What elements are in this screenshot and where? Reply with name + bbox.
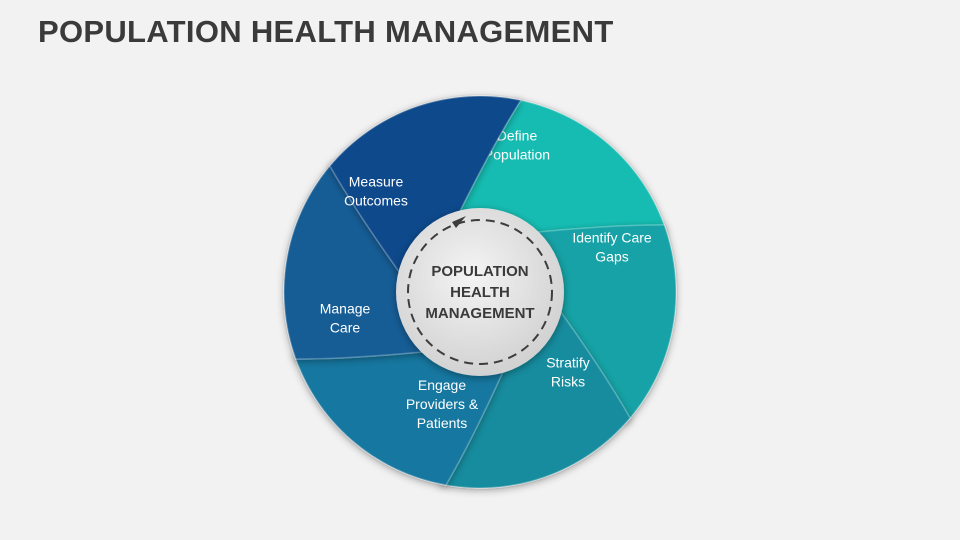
segment-label-define-population: Define	[497, 128, 538, 144]
segment-label-measure-outcomes: Outcomes	[344, 193, 408, 209]
segment-label-engage-providers-patients: Engage	[418, 377, 466, 393]
hub-label-line-3: MANAGEMENT	[425, 305, 534, 322]
segment-label-stratify-risks: Risks	[551, 374, 585, 390]
segment-label-manage-care: Manage	[320, 301, 371, 317]
segment-label-identify-care-gaps: Gaps	[595, 249, 628, 265]
segment-label-manage-care: Care	[330, 320, 361, 336]
segment-label-identify-care-gaps: Identify Care	[572, 230, 652, 246]
hub-dashed-ring	[407, 219, 553, 365]
segment-label-engage-providers-patients: Providers &	[406, 396, 479, 412]
segment-label-stratify-risks: Stratify	[546, 355, 590, 371]
hub-label-line-2: HEALTH	[450, 284, 510, 301]
arrow-head-icon	[452, 216, 466, 228]
segment-label-measure-outcomes: Measure	[349, 174, 404, 190]
hub-circle	[396, 208, 564, 376]
page-title: POPULATION HEALTH MANAGEMENT	[38, 14, 614, 49]
center-hub: POPULATION HEALTH MANAGEMENT	[396, 208, 564, 376]
segment-label-engage-providers-patients: Patients	[417, 415, 468, 431]
hub-label-line-1: POPULATION	[431, 263, 528, 280]
segment-label-define-population: Population	[484, 147, 550, 163]
